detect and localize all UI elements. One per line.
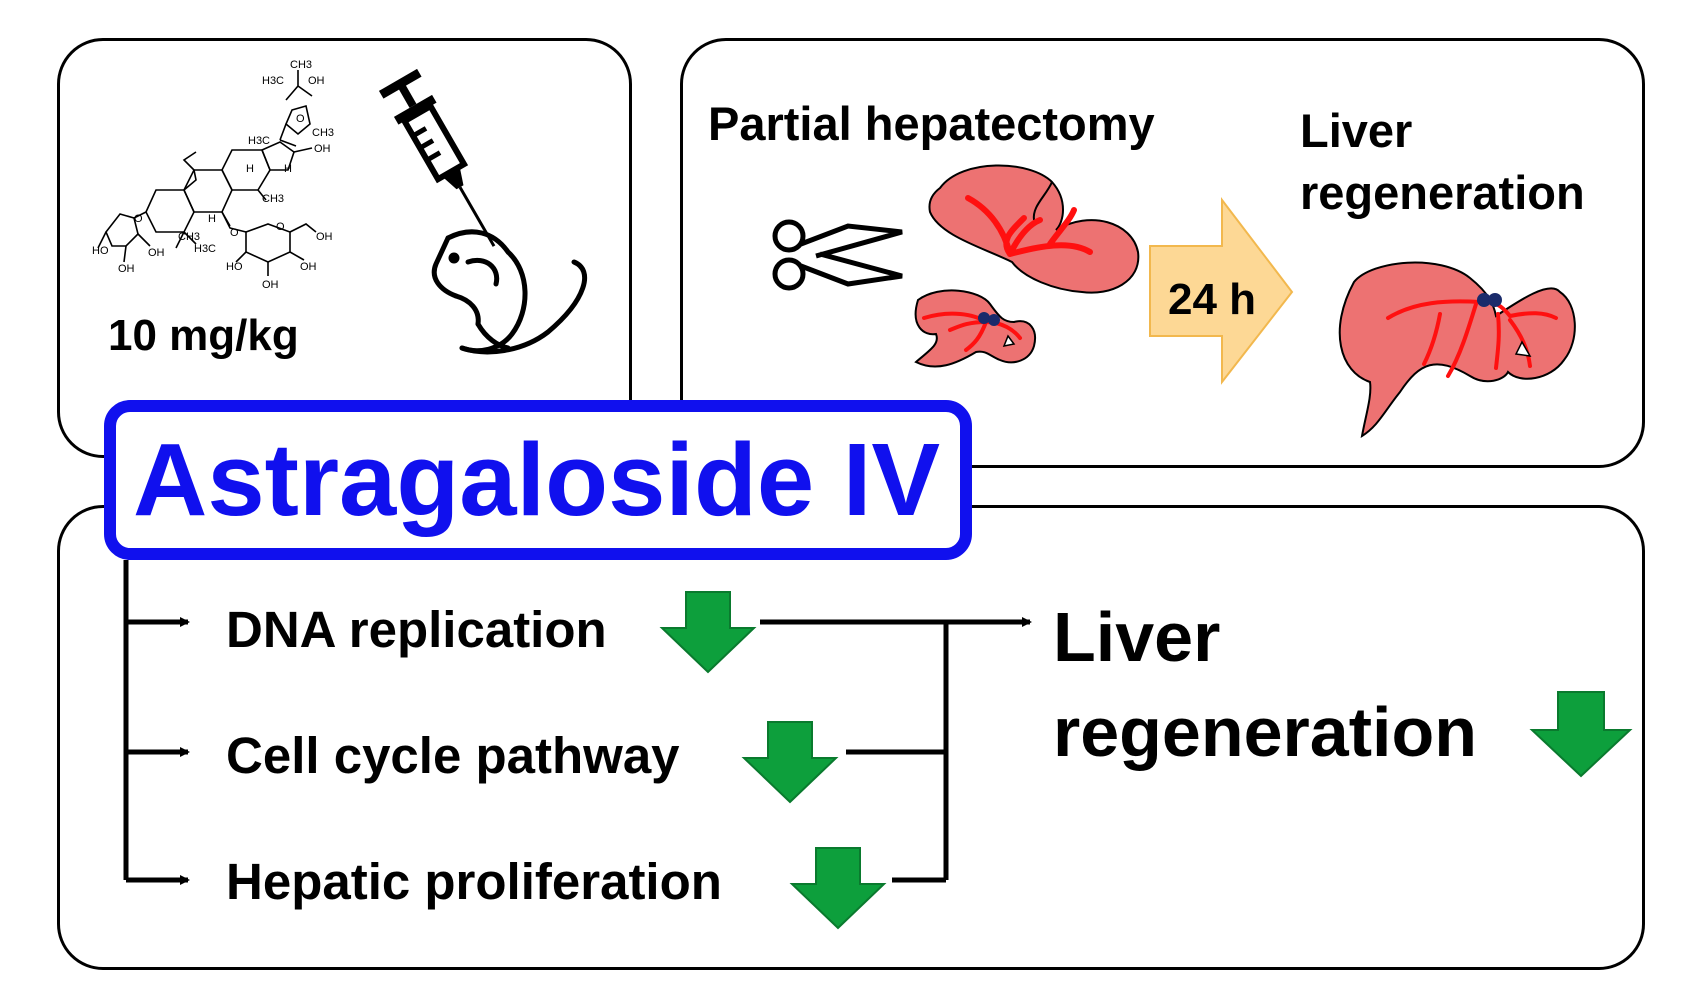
outcome-label: Liver regeneration xyxy=(1053,598,1477,771)
down-arrow-icon xyxy=(659,591,757,674)
atom-label: OH xyxy=(300,261,317,273)
atom-label: CH3 xyxy=(262,193,284,205)
atom-label: O xyxy=(134,213,143,225)
astragaloside-structure-icon xyxy=(97,70,317,276)
regeneration-label: Liver regeneration xyxy=(1300,104,1585,220)
effect-item-cell-cycle: Cell cycle pathway xyxy=(226,727,680,784)
liver-icon xyxy=(1338,261,1576,439)
structure-atom-labels: CH3 H3C OH O CH3 H3C OH H H CH3 O HO OH … xyxy=(92,59,334,291)
atom-label: H xyxy=(284,163,292,175)
left-connector xyxy=(123,560,190,885)
atom-label: H3C xyxy=(194,243,216,255)
down-arrow-icon xyxy=(741,721,839,804)
atom-label: H xyxy=(208,213,216,225)
effects-panel xyxy=(57,505,1645,970)
right-connector xyxy=(760,617,1032,883)
compound-title: Astragaloside IV xyxy=(133,422,941,537)
dose-panel xyxy=(57,38,632,458)
syringe-icon xyxy=(378,68,496,247)
mouse-icon xyxy=(431,229,588,355)
atom-label: OH xyxy=(316,231,333,243)
atom-label: H xyxy=(246,163,254,175)
atom-label: OH xyxy=(314,143,331,155)
atom-label: HO xyxy=(92,245,109,257)
down-arrow-icon xyxy=(1529,691,1633,778)
scissors-icon xyxy=(772,219,903,291)
atom-label: OH xyxy=(262,279,279,291)
atom-label: HO xyxy=(226,261,243,273)
dose-label: 10 mg/kg xyxy=(108,311,299,360)
atom-label: O xyxy=(276,221,285,233)
effect-item-hepatic-proliferation: Hepatic proliferation xyxy=(226,853,722,910)
atom-label: OH xyxy=(148,247,165,259)
atom-label: CH3 xyxy=(178,231,200,243)
atom-label: OH xyxy=(308,75,325,87)
time-label: 24 h xyxy=(1168,275,1257,324)
atom-label: O xyxy=(230,227,239,239)
title-box xyxy=(104,400,972,560)
atom-label: H3C xyxy=(248,135,270,147)
atom-label: OH xyxy=(118,263,135,275)
liver-icon xyxy=(914,289,1036,368)
down-arrow-icon xyxy=(789,847,887,930)
atom-label: O xyxy=(296,113,305,125)
procedure-label: Partial hepatectomy xyxy=(708,97,1155,150)
atom-label: CH3 xyxy=(290,59,312,71)
effect-item-dna-replication: DNA replication xyxy=(226,601,607,658)
atom-label: CH3 xyxy=(312,127,334,139)
atom-label: H3C xyxy=(262,75,284,87)
arrow-right-icon xyxy=(1149,197,1294,385)
liver-icon xyxy=(928,164,1140,294)
